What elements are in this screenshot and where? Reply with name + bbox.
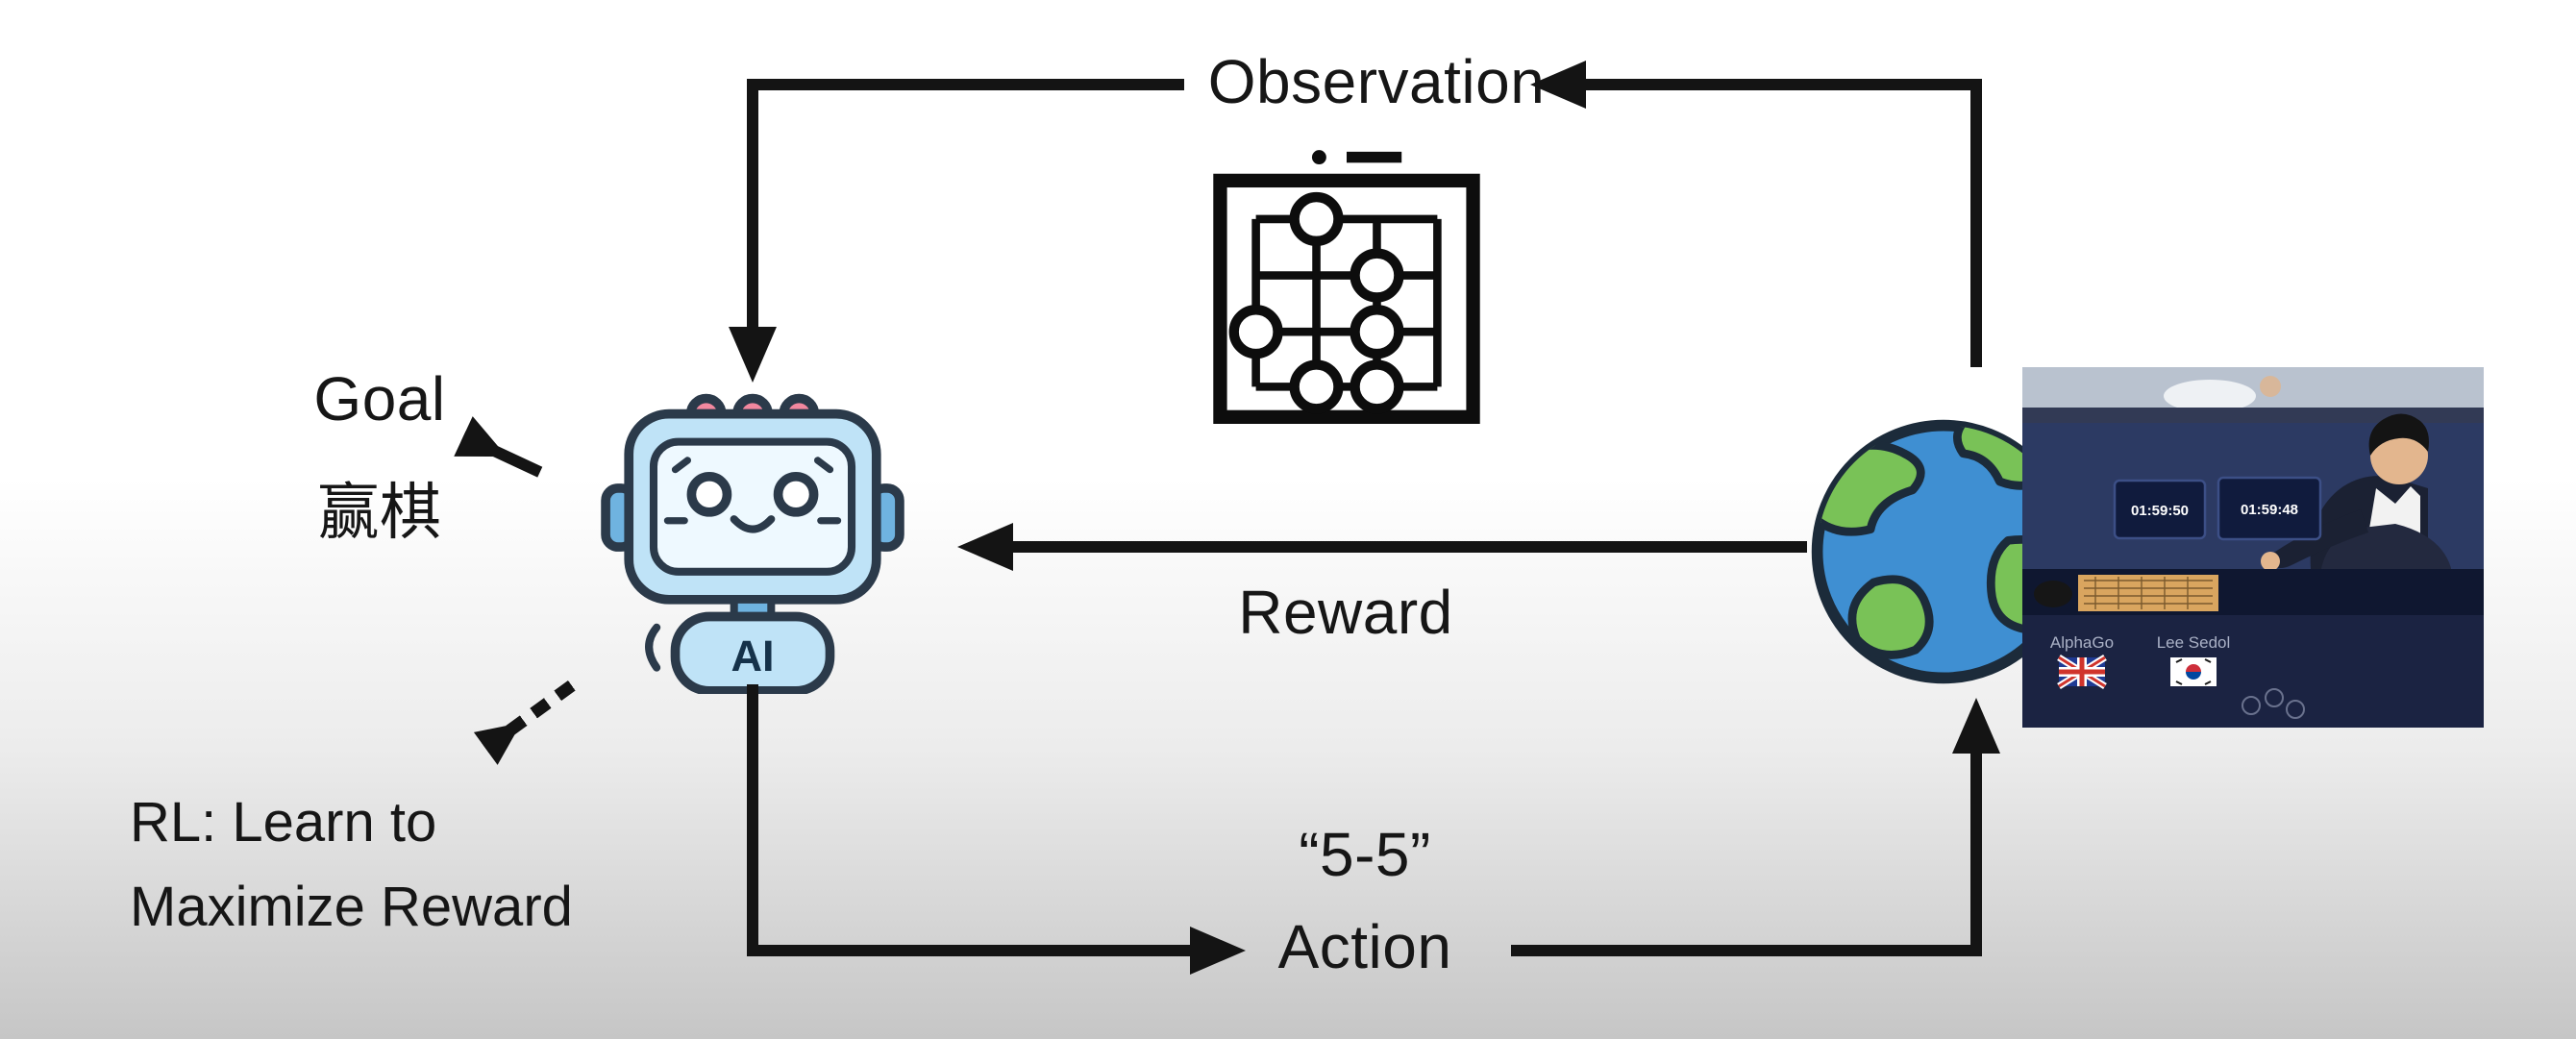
reward-label: Reward [1238,578,1453,647]
action-up-line [1970,750,1982,956]
reward-line [1011,541,1807,553]
observation-line-left [747,79,1184,90]
alphago-label: AlphaGo [2050,633,2114,652]
observation-drop-arrowhead-icon [729,327,777,383]
action-line-right [1511,945,1982,956]
rl-note: RL: Learn to Maximize Reward [130,780,573,950]
action-line-left [747,945,1190,956]
photo-go-board [2034,575,2218,611]
korea-flag-icon [2170,657,2217,686]
timer-right: 01:59:48 [2241,502,2298,518]
goal-label-chinese: 赢棋 [317,478,442,547]
rl-note-line1: RL: Learn to [130,791,437,853]
uk-flag-icon [2057,655,2107,689]
action-move-label: “5-5” [1299,820,1431,889]
action-arrowhead-icon [1190,927,1246,975]
observation-label: Observation [1207,47,1546,116]
goal-label: Goal [313,364,446,433]
timer-left: 01:59:50 [2131,503,2189,519]
observation-drop-line [747,79,758,332]
lee-sedol-label: Lee Sedol [2157,633,2231,652]
action-drop-line [747,684,758,956]
rl-dotted-arrow [473,676,582,765]
match-photo: 01:59:50 01:59:48 AlphaGo Lee Sedol [2022,367,2484,728]
observation-line-right [1584,79,1982,90]
action-up-arrowhead-icon [1952,698,2000,754]
observation-arrowhead-icon [1530,61,1586,109]
reward-arrowhead-icon [957,523,1013,571]
agent-badge-label: AI [731,631,774,680]
go-board-icon [1213,150,1480,424]
agent-robot-icon: AI [601,393,904,694]
environment-earth-icon [1811,419,2076,684]
action-label: Action [1277,912,1452,981]
rl-note-line2: Maximize Reward [130,876,573,938]
environment-up-line [1970,79,1982,367]
